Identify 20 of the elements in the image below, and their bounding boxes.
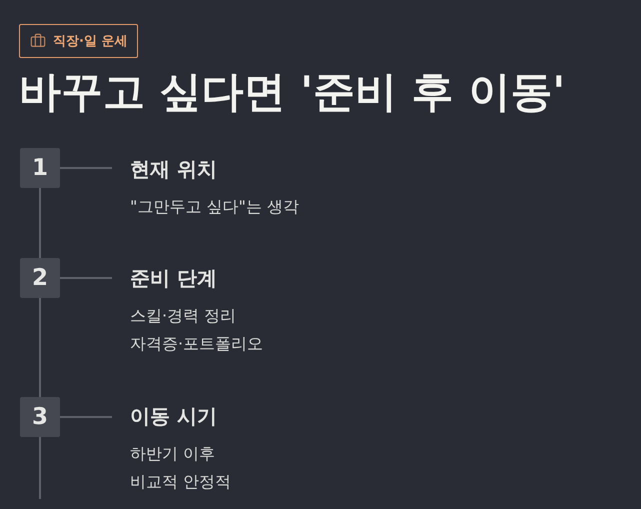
category-badge <box>19 24 138 58</box>
connector-line <box>60 277 112 279</box>
step-detail: 자격증·포트폴리오 <box>130 333 264 355</box>
connector-line <box>60 416 112 418</box>
step-number-box: 3 <box>20 397 60 437</box>
page-title: 바꾸고 싶다면 '준비 후 이동' <box>19 66 566 118</box>
connector-line <box>39 298 41 397</box>
step-title: 현재 위치 <box>130 156 217 183</box>
step-title: 준비 단계 <box>130 265 217 292</box>
step-detail: 비교적 안정적 <box>130 471 232 493</box>
step-detail: "그만두고 싶다"는 생각 <box>130 196 299 218</box>
connector-line <box>60 167 112 169</box>
step-title: 이동 시기 <box>130 403 217 430</box>
badge-text: 직장·일 운세 <box>53 34 128 48</box>
connector-line <box>39 188 41 258</box>
step-number-box: 2 <box>20 258 60 298</box>
step-detail: 하반기 이후 <box>130 443 216 465</box>
step-number-box: 1 <box>20 148 60 188</box>
connector-line <box>39 437 41 499</box>
step-detail: 스킬·경력 정리 <box>130 305 236 327</box>
